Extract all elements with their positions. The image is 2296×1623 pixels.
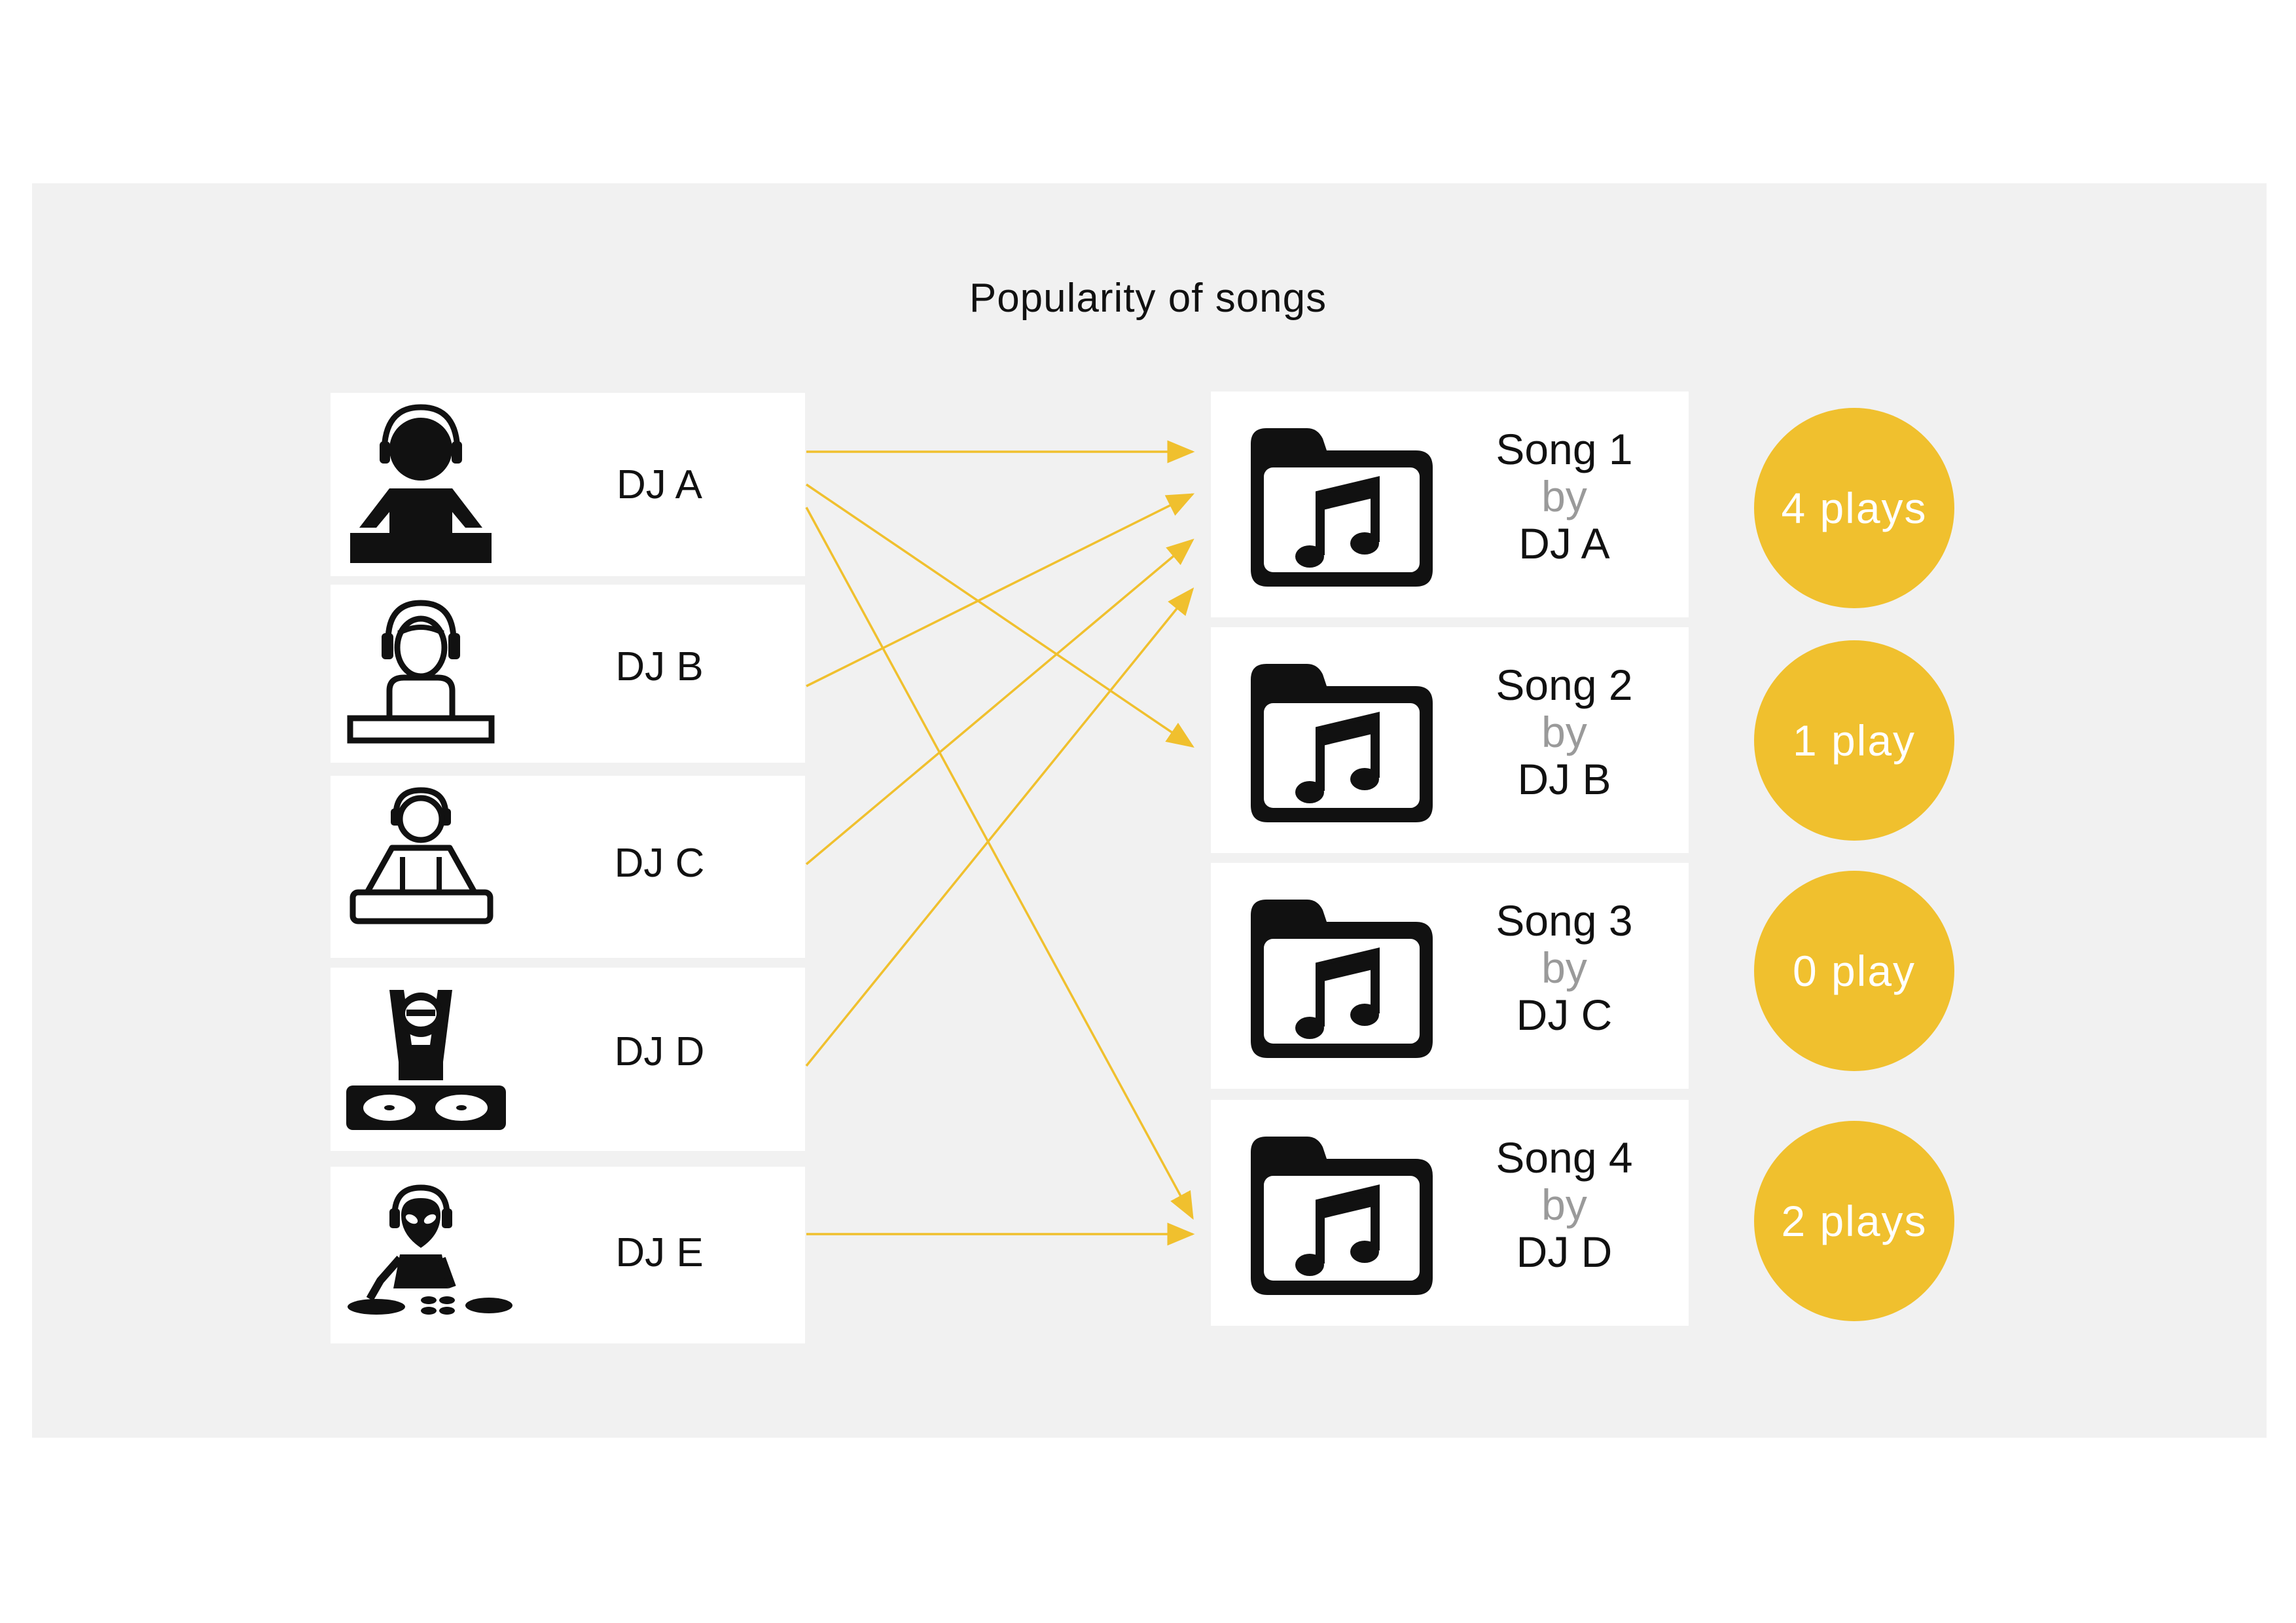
dj-label: DJ A [617, 462, 702, 507]
song-by: by [1541, 472, 1587, 520]
song-title: Song 2 [1496, 661, 1633, 709]
song-title: Song 1 [1496, 425, 1633, 473]
song-artist: DJ D [1516, 1228, 1613, 1276]
diagram-title: Popularity of songs [969, 276, 1327, 321]
play-count-badge: 4 plays [1754, 408, 1954, 608]
play-count-badge: 0 play [1754, 871, 1954, 1071]
arrow-dj-d-to-song-1 [805, 587, 1194, 1067]
song-info: Song 4 by DJ D [1466, 1134, 1662, 1275]
dj-card-a: DJ A [331, 393, 805, 576]
dj-alien-icon [348, 1184, 512, 1315]
dj-turntables-icon [346, 990, 506, 1130]
song-info: Song 1 by DJ A [1466, 426, 1662, 567]
song-by: by [1541, 708, 1587, 756]
song-card-2: Song 2 by DJ B [1211, 627, 1689, 853]
dj-card-c: DJ C [331, 776, 805, 958]
dj-label: DJ C [614, 841, 705, 886]
music-folder-icon [1251, 428, 1433, 587]
song-card-1: Song 1 by DJ A [1211, 392, 1689, 617]
play-count-badge: 1 play [1754, 640, 1954, 841]
song-title: Song 4 [1496, 1133, 1633, 1182]
song-info: Song 3 by DJ C [1466, 897, 1662, 1038]
dj-card-b: DJ B [331, 585, 805, 763]
song-artist: DJ C [1516, 991, 1613, 1039]
dj-outline-desk-icon [350, 787, 493, 924]
dj-headphones-solid-icon [350, 404, 492, 563]
arrow-dj-a-to-song-4 [805, 507, 1194, 1220]
music-folder-icon [1251, 664, 1433, 822]
dj-outline-console-icon [347, 600, 495, 744]
song-by: by [1541, 943, 1587, 992]
song-artist: DJ A [1518, 519, 1610, 568]
song-by: by [1541, 1180, 1587, 1229]
music-folder-icon [1251, 1137, 1433, 1295]
dj-label: DJ D [614, 1029, 705, 1074]
dj-card-e: DJ E [331, 1167, 805, 1343]
play-count-badge: 2 plays [1754, 1121, 1954, 1321]
dj-card-d: DJ D [331, 968, 805, 1151]
song-info: Song 2 by DJ B [1466, 661, 1662, 803]
song-title: Song 3 [1496, 896, 1633, 945]
arrow-dj-a-to-song-2 [806, 483, 1194, 748]
song-card-3: Song 3 by DJ C [1211, 863, 1689, 1089]
arrow-dj-c-to-song-1 [805, 538, 1194, 866]
song-artist: DJ B [1517, 755, 1611, 803]
dj-label: DJ B [615, 644, 704, 689]
arrow-dj-b-to-song-1 [806, 493, 1195, 687]
dj-label: DJ E [615, 1230, 704, 1275]
music-folder-icon [1251, 900, 1433, 1058]
song-card-4: Song 4 by DJ D [1211, 1100, 1689, 1326]
